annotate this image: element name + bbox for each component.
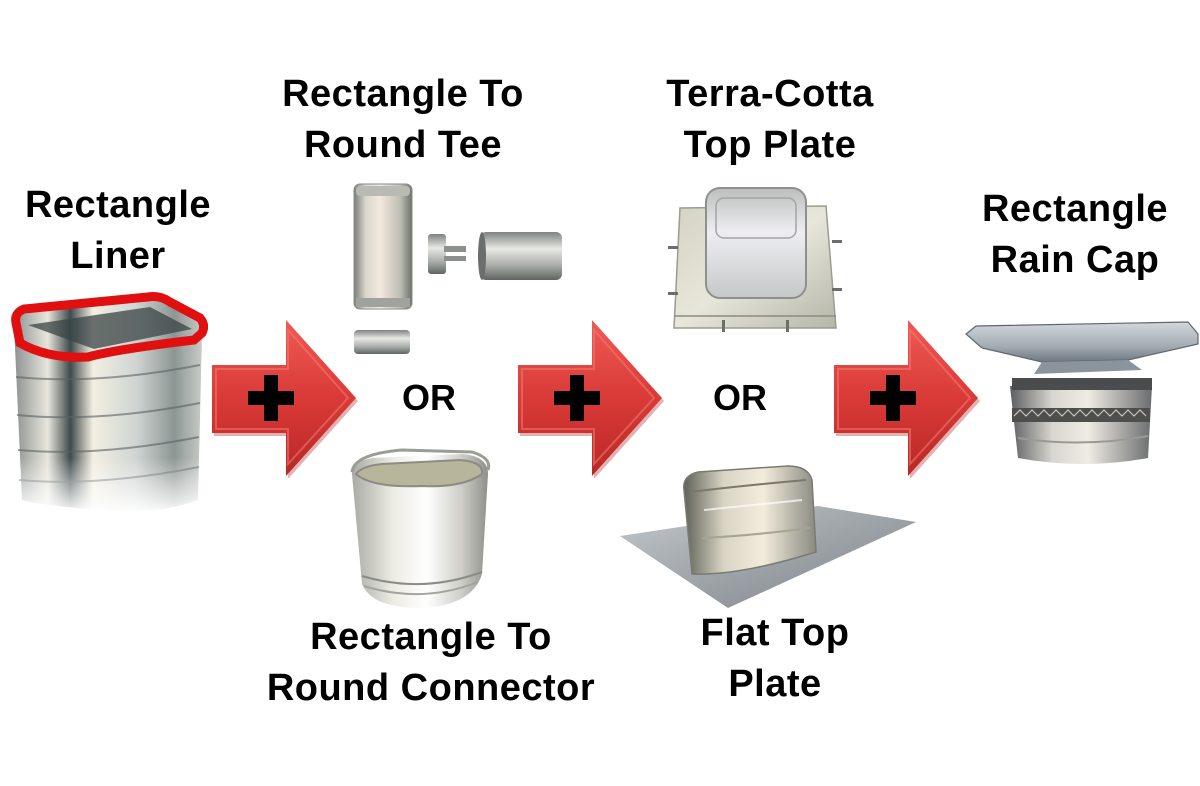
plus-arrow-icon (516, 318, 664, 478)
or-separator-top-plate: OR (713, 377, 767, 418)
label-rectangle-rain-cap: Rectangle Rain Cap (981, 188, 1169, 281)
label-terra-cotta-top-plate: Terra-Cotta Top Plate (666, 73, 874, 166)
rectangle-liner-image (8, 285, 208, 515)
label-rectangle-to-round-tee: Rectangle To Round Tee (282, 73, 524, 166)
rectangle-rain-cap-image (962, 312, 1200, 470)
plus-arrow-icon (210, 318, 358, 478)
rectangle-to-round-connector-image (342, 444, 494, 612)
plus-arrow-icon (832, 318, 980, 478)
label-rectangle-liner: Rectangle Liner (24, 184, 212, 277)
label-rectangle-to-round-connector: Rectangle To Round Connector (266, 616, 596, 709)
or-separator-connection: OR (402, 377, 456, 418)
flat-top-plate-image (618, 452, 918, 610)
label-flat-top-plate: Flat Top Plate (700, 612, 850, 705)
terra-cotta-top-plate-image (666, 186, 846, 336)
rectangle-to-round-tee-image (352, 182, 572, 357)
